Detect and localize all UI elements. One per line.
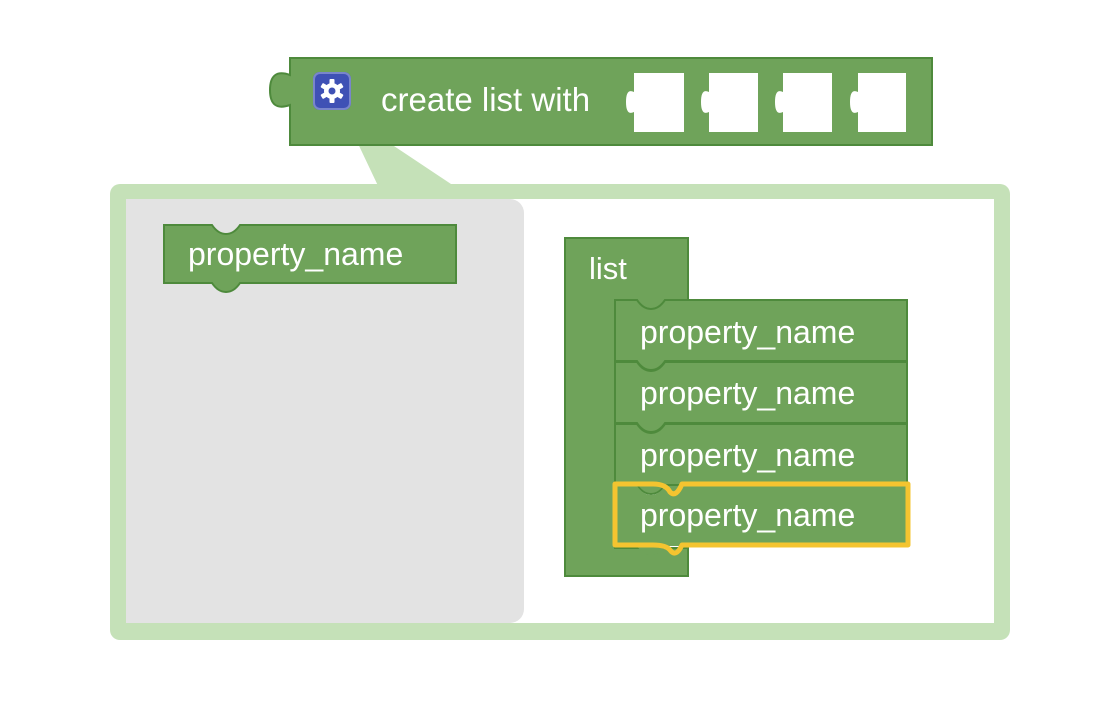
input-slot[interactable]	[626, 73, 684, 132]
list-item-block-selected[interactable]	[612, 481, 911, 556]
input-slot[interactable]	[850, 73, 906, 132]
flyout-item-label: property_name	[188, 236, 404, 272]
list-item-label: property_name	[640, 314, 856, 350]
gear-icon	[320, 79, 344, 103]
list-container-label: list	[589, 251, 627, 286]
list-item-label: property_name	[640, 497, 856, 533]
flyout-item-block[interactable]	[163, 224, 457, 294]
input-slot[interactable]	[775, 73, 832, 132]
mutator-button[interactable]	[313, 72, 351, 110]
input-slot[interactable]	[701, 73, 758, 132]
list-item-label: property_name	[640, 375, 856, 411]
create-list-block[interactable]	[268, 57, 933, 146]
create-list-label: create list with	[381, 81, 591, 118]
list-item-label: property_name	[640, 437, 856, 473]
